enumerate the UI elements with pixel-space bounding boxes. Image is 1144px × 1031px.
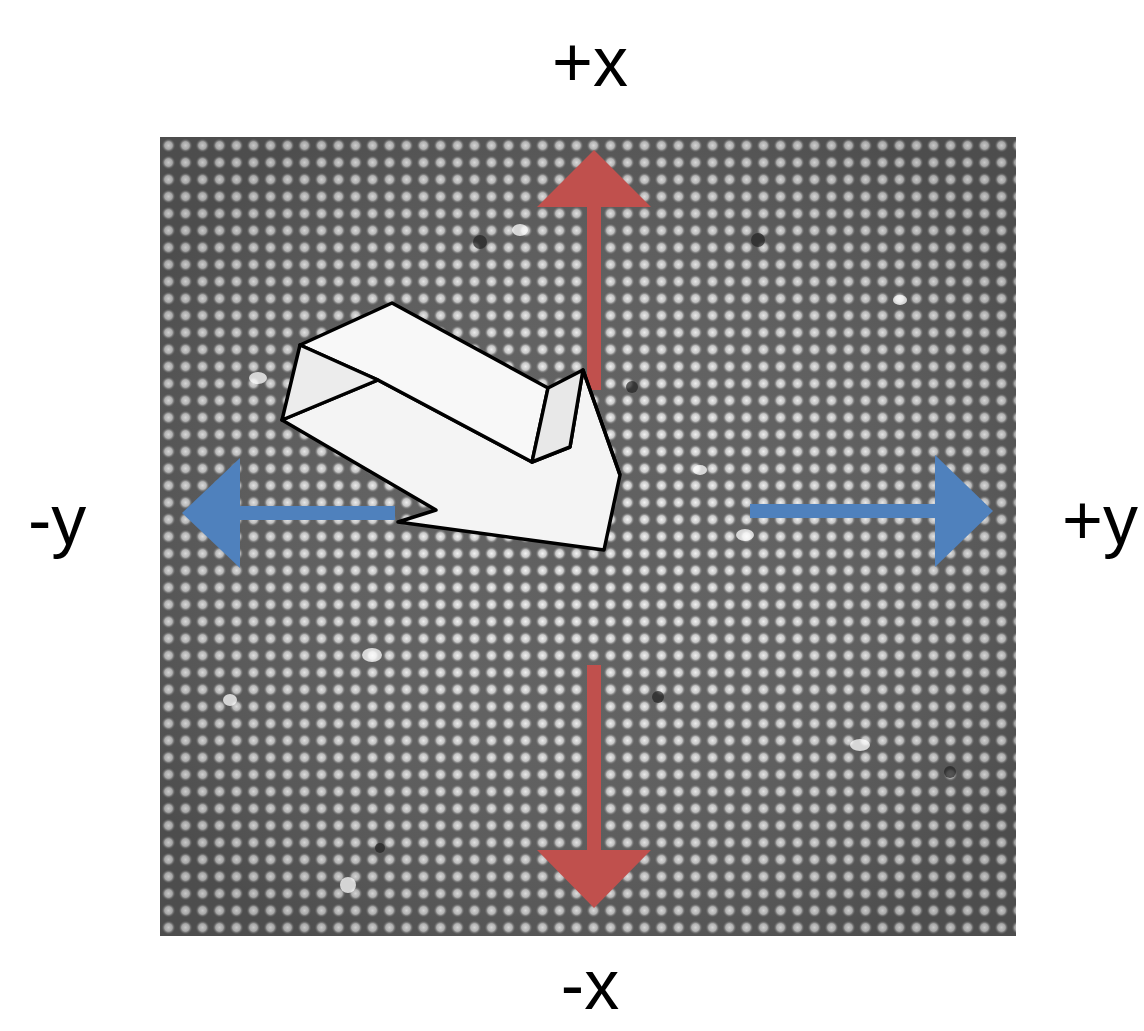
axis-label: -x xyxy=(561,950,619,1020)
axis-label: +y xyxy=(1062,485,1138,555)
axis-label: +x xyxy=(552,27,628,97)
block-arrow xyxy=(282,303,620,550)
axis-label: -y xyxy=(28,485,86,555)
micrograph xyxy=(160,137,1016,936)
axis-arrow xyxy=(182,150,993,908)
